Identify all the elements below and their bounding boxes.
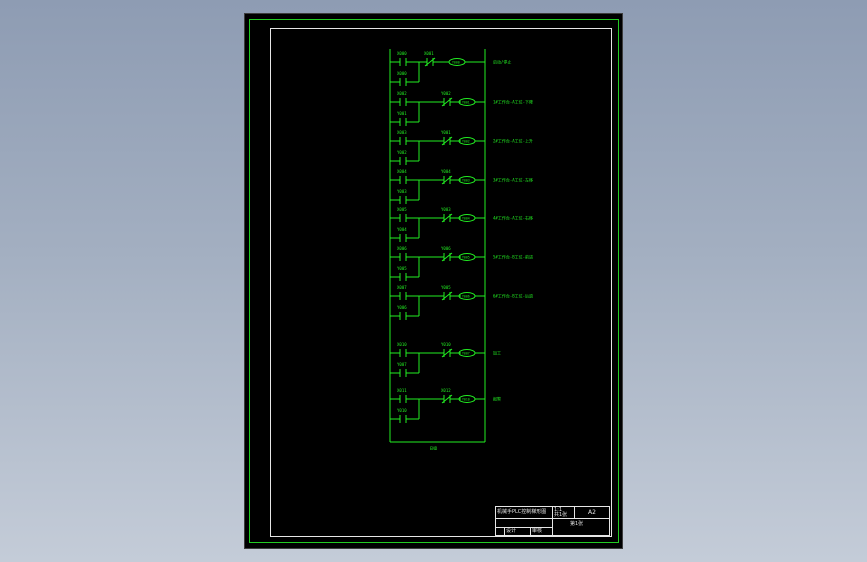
rung-9-contact-1-label: X011 — [397, 388, 407, 393]
rung-4-note: 3#工作台-A工位-左移 — [493, 177, 533, 183]
rung-6-contact-2-nc-slash — [441, 252, 453, 262]
rung-5-branch-contact-label: Y004 — [397, 227, 407, 232]
rung-1-contact-2-nc-slash — [424, 57, 436, 67]
rung-2-note: 1#工作台-A工位-下降 — [493, 99, 533, 105]
rung-3-coil-label: Y002 — [462, 140, 470, 144]
rung-4-branch-contact-label: Y003 — [397, 189, 407, 194]
sheet-count: 共1张 — [554, 512, 568, 518]
rung-5-contact-2-label: Y003 — [441, 207, 451, 212]
outer-border-frame — [249, 19, 619, 543]
rung-5-contact-1-label: X005 — [397, 207, 407, 212]
rung-8-contact-1-label: X010 — [397, 342, 407, 347]
rung-6-coil-label: Y005 — [462, 256, 470, 260]
rung-3-contact-2-nc-slash — [441, 136, 453, 146]
rung-5-contact-2-nc-slash — [441, 213, 453, 223]
inner-border-frame — [270, 28, 612, 537]
rung-6-contact-2-label: Y006 — [441, 246, 451, 251]
end-label: END — [430, 446, 438, 451]
sheet-size: A2 — [588, 509, 596, 516]
rung-2-contact-2-nc-slash — [441, 97, 453, 107]
rung-3-note: 2#工作台-A工位-上升 — [493, 138, 533, 144]
drawing-title: 机械手PLC控制梯形图 — [497, 509, 547, 515]
rung-4-contact-2-nc-slash — [441, 175, 453, 185]
designer-label: 设计 — [506, 528, 517, 534]
rung-3-contact-2-label: Y001 — [441, 130, 451, 135]
rung-8-branch-contact-label: Y007 — [397, 362, 407, 367]
rung-6-branch-contact-label: Y005 — [397, 266, 407, 271]
rung-9-coil-label: Y010 — [462, 398, 470, 402]
rung-9-contact-2-nc-slash — [441, 394, 453, 404]
rung-8-contact-2-nc-slash — [441, 348, 453, 358]
rung-8-contact-2-label: Y010 — [441, 342, 451, 347]
rung-7-contact-2-nc-slash — [441, 291, 453, 301]
rung-1-note: 启动/停止 — [493, 59, 511, 65]
rung-8-note: 加工 — [493, 350, 501, 356]
rung-1-branch-contact-label: X000 — [397, 71, 407, 76]
rung-7-note: 6#工作台-B工位-后退 — [493, 293, 533, 299]
rung-1-contact-1-label: X000 — [397, 51, 407, 56]
rung-7-branch-contact-label: Y006 — [397, 305, 407, 310]
rung-6-contact-1-label: X006 — [397, 246, 407, 251]
rung-4-contact-2-label: Y004 — [441, 169, 451, 174]
rung-5-coil-label: Y004 — [462, 217, 470, 221]
rung-2-contact-1-label: X002 — [397, 91, 407, 96]
title-block: 机械手PLC控制梯形图 1:1 共1张 A2 第1张 设计 审核 — [495, 506, 610, 536]
rung-2-contact-2-label: Y002 — [441, 91, 451, 96]
rung-9-contact-2-label: X012 — [441, 388, 451, 393]
rung-3-contact-1-label: X003 — [397, 130, 407, 135]
rung-7-contact-1-label: X007 — [397, 285, 407, 290]
rung-2-branch-contact-label: Y001 — [397, 111, 407, 116]
rung-7-coil-label: Y006 — [462, 295, 470, 299]
rung-1-coil-label: Y000 — [452, 61, 460, 65]
rung-2-coil-label: Y001 — [462, 101, 470, 105]
scale-label: 1:1 — [554, 507, 563, 513]
rung-7-contact-2-label: Y005 — [441, 285, 451, 290]
rung-8-coil-label: Y007 — [462, 352, 470, 356]
rung-1-contact-2-label: X001 — [424, 51, 434, 56]
rung-3-branch-contact-label: Y002 — [397, 150, 407, 155]
rung-4-contact-1-label: X004 — [397, 169, 407, 174]
rung-4-coil-label: Y003 — [462, 179, 470, 183]
checker-label: 审核 — [532, 528, 543, 534]
rung-5-note: 4#工作台-A工位-右移 — [493, 215, 533, 221]
sheet-number: 第1张 — [570, 521, 584, 527]
rung-9-note: 报警 — [493, 396, 501, 402]
rung-6-note: 5#工作台-B工位-前进 — [493, 254, 533, 260]
rung-9-branch-contact-label: Y010 — [397, 408, 407, 413]
